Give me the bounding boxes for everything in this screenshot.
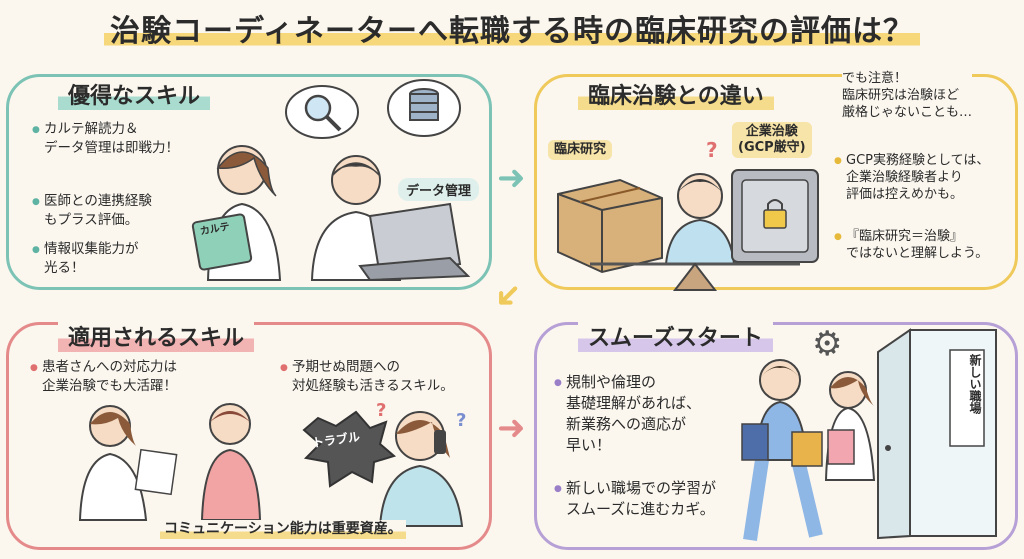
scale-with-box-and-safe — [557, 169, 819, 291]
panel-difference — [534, 74, 1018, 290]
magnifier-thought-bubble — [285, 85, 359, 139]
page-title-text: 治験コーディネーターへ転職する時の臨床研究の評価は？ — [104, 14, 920, 49]
database-thought-bubble — [387, 79, 461, 137]
arrow-right-icon-2: ➜ — [497, 408, 526, 448]
panel-title-applied-skills: 適用されるスキル — [58, 320, 255, 352]
arrow-down-left-icon: ➜ — [484, 271, 533, 321]
bullet-info-gathering: 情報収集能力が 光る！ — [32, 240, 138, 278]
bullet-regulation-ethics: 規制や倫理の 基礎理解があれば、 新業務への適応が 早い！ — [554, 372, 701, 456]
doctor-laptop-illustration — [310, 155, 471, 282]
panel-title-valuable-skills: 優得なスキル — [58, 78, 211, 110]
bullet-new-workplace-learning: 新しい職場での学習が スムーズに進むカギ。 — [554, 478, 716, 520]
bullet-problem-solving: 予期せぬ問題への 対処経験も活きるスキル。 — [280, 358, 454, 396]
walking-staff-illustration — [741, 359, 876, 542]
bullet-patient-care: 患者さんへの対応力は 企業治験でも大活躍！ — [30, 358, 177, 396]
gear-icon: ⚙ — [812, 324, 843, 364]
bullet-chart-reading: カルテ解読力＆ データ管理は即戦力！ — [32, 120, 179, 158]
panel-title-smooth-start: スムーズスタート — [578, 320, 773, 352]
bullet-understand-difference: 『臨床研究＝治験』 ではないと理解しよう。 — [834, 228, 988, 262]
trouble-phone-illustration — [302, 410, 464, 527]
communication-footer: コミュニケーション能力は重要資産。 — [160, 520, 406, 539]
panel-title-difference: 臨床治験との違い — [578, 78, 774, 110]
clinical-research-label: 臨床研究 — [548, 140, 613, 160]
new-workplace-sign: 新しい職場 — [968, 354, 982, 414]
corporate-trial-label: 企業治験 (GCP厳守) — [732, 122, 812, 158]
bullet-doctor-collab: 医師との連携経験 もプラス評価。 — [32, 192, 152, 230]
arrow-right-icon: ➜ — [497, 158, 526, 198]
bullet-gcp-experience: GCP実務経験としては、 企業治験経験者より 評価は控えめかも。 — [834, 152, 989, 203]
data-management-label: データ管理 — [398, 178, 480, 201]
page-title: 治験コーディネーターへ転職する時の臨床研究の評価は？ — [0, 6, 1024, 50]
caution-note: でも注意！ 臨床研究は治験ほど 厳格じゃないことも… — [842, 70, 973, 121]
panel-valuable-skills — [6, 74, 492, 290]
nurse-reading-chart-illustration — [191, 145, 282, 281]
question-mark-icon-3: ? — [456, 410, 467, 431]
nurse-with-patient-illustration — [78, 403, 262, 521]
question-mark-icon: ? — [706, 138, 718, 162]
question-mark-icon-2: ? — [376, 400, 387, 421]
door-illustration — [877, 328, 997, 540]
panel-smooth-start — [534, 322, 1018, 550]
